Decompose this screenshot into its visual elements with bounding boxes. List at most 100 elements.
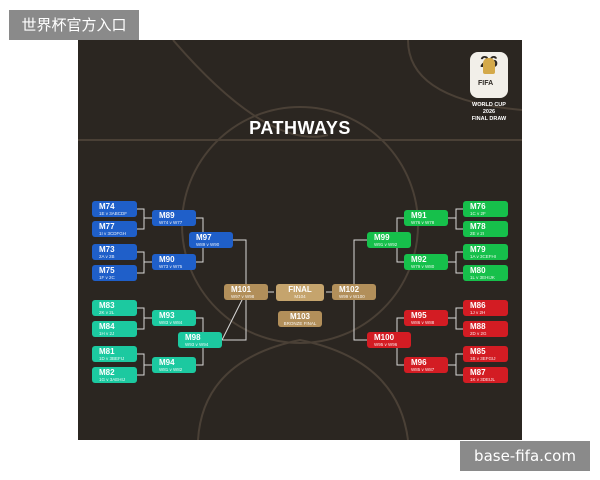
match-code: M93: [159, 311, 175, 320]
match-teams: 2K v 2L: [99, 310, 115, 315]
match-code: FINAL: [288, 285, 312, 294]
match-code: M76: [470, 202, 486, 211]
match-code: M77: [99, 222, 115, 231]
logo-line3: FINAL DRAW: [471, 116, 507, 122]
logo-brand: FIFA: [478, 80, 494, 87]
match-teams: W79 v W80: [411, 264, 435, 269]
match-teams: W99 v W100: [339, 294, 365, 299]
match-teams: 1I v 3CDFGH: [99, 231, 127, 236]
match-code: M92: [411, 255, 427, 264]
match-teams: W95 v W96: [374, 342, 398, 347]
match-teams: 1J v 2H: [470, 310, 486, 315]
match-code: M90: [159, 255, 175, 264]
poster-title: PATHWAYS: [249, 118, 351, 138]
match-teams: W74 v W77: [159, 220, 183, 225]
match-teams: W86 v W88: [411, 320, 435, 325]
match-code: M78: [470, 222, 486, 231]
match-code: M82: [99, 368, 115, 377]
match-teams: 2E v 2I: [470, 231, 485, 236]
match-code: M100: [374, 333, 395, 342]
match-code: M87: [470, 368, 486, 377]
match-code: M97: [196, 233, 212, 242]
match-teams: 1F v 2C: [99, 275, 115, 280]
match-code: M81: [99, 347, 115, 356]
match-teams: W89 v W90: [196, 242, 220, 247]
match-teams: 2A v 2B: [99, 254, 115, 259]
match-teams: 1C v 2F: [470, 211, 486, 216]
match-code: M96: [411, 358, 427, 367]
match-code: M91: [411, 211, 427, 220]
match-code: M95: [411, 311, 427, 320]
match-code: M79: [470, 245, 486, 254]
match-code: M94: [159, 358, 175, 367]
match-code: M99: [374, 233, 390, 242]
match-code: M80: [470, 266, 486, 275]
match-teams: 1B v 3EFGIJ: [470, 356, 496, 361]
match-teams: 1G v 3AEHIJ: [99, 377, 126, 382]
match-code: M86: [470, 301, 486, 310]
match-code: M102: [339, 285, 360, 294]
match-teams: W85 v W87: [411, 367, 435, 372]
match-teams: W97 v W98: [231, 294, 255, 299]
logo-line2: 2026: [482, 109, 496, 115]
fifa-world-cup-logo: 26 FIFA WORLD CUP 2026 FINAL DRAW: [466, 52, 512, 140]
match-code: M75: [99, 266, 115, 275]
match-teams: W93 v W94: [185, 342, 209, 347]
match-teams: W76 v W78: [411, 220, 435, 225]
watermark-bottom: base-fifa.com: [460, 441, 590, 471]
match-code: M88: [470, 322, 486, 331]
match-code: M98: [185, 333, 201, 342]
match-teams: 1A v 3CEFHI: [470, 254, 497, 259]
match-teams: W81 v W82: [159, 367, 183, 372]
match-code: M85: [470, 347, 486, 356]
match-code: M84: [99, 322, 115, 331]
pathways-poster: PATHWAYS 26 FIFA WORLD CUP 2026 FINAL DR…: [78, 40, 522, 440]
logo-caption: WORLD CUP 2026 FINAL DRAW: [466, 102, 512, 123]
trophy-icon: [483, 58, 495, 74]
match-code: M103: [289, 312, 310, 321]
match-teams: 1K v 3DEIJL: [470, 377, 496, 382]
match-teams: BRONZE FINAL: [283, 321, 317, 326]
match-code: M89: [159, 211, 175, 220]
match-teams: W73 v W75: [159, 264, 183, 269]
match-teams: 1E v 3ABCDF: [99, 211, 128, 216]
match-teams: 2D v 2G: [470, 331, 487, 336]
match-teams: 1D v 3BEFIJ: [99, 356, 125, 361]
match-code: M73: [99, 245, 115, 254]
court-lines: [78, 40, 522, 440]
match-code: M74: [99, 202, 115, 211]
logo-line1: WORLD CUP: [472, 102, 506, 108]
match-teams: M104: [294, 294, 306, 299]
watermark-top: 世界杯官方入口: [9, 10, 139, 40]
match-code: M101: [231, 285, 252, 294]
